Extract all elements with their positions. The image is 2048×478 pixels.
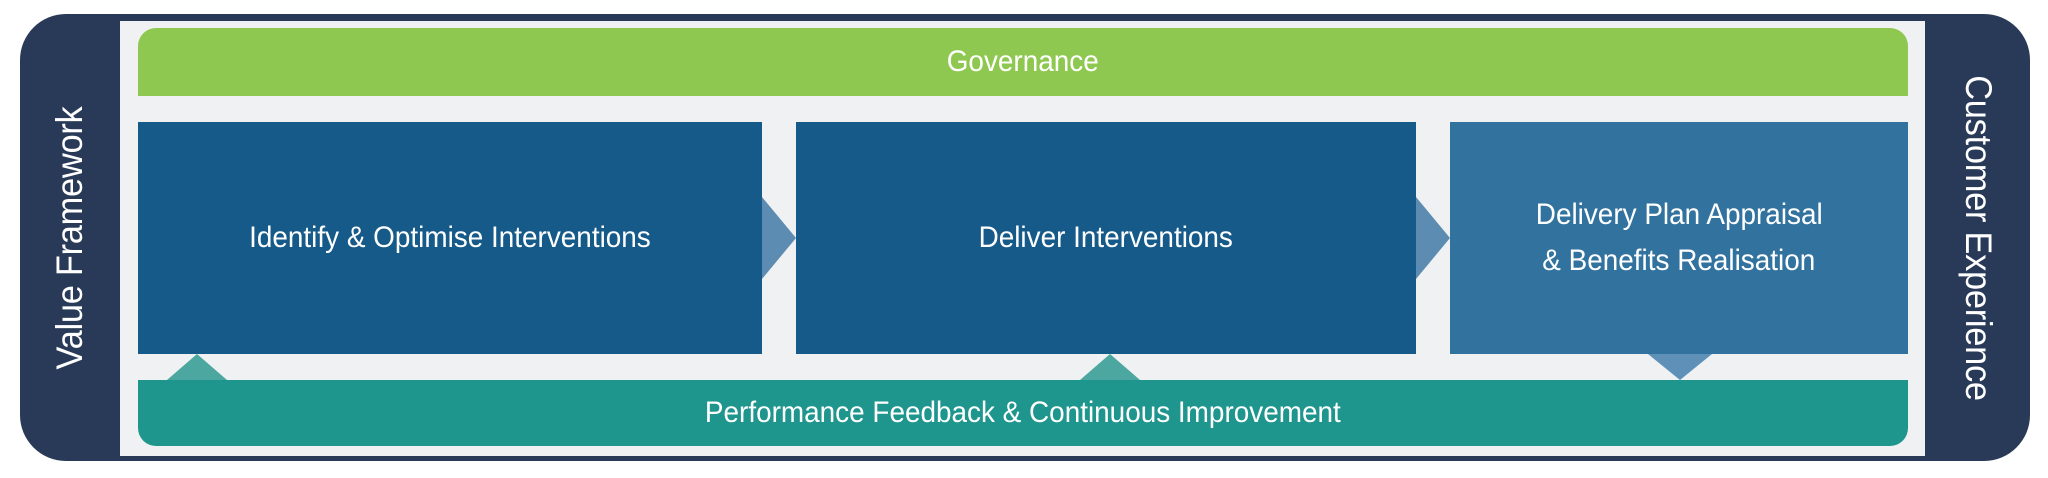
process-box-deliver: Deliver Interventions	[796, 122, 1416, 354]
governance-label: Governance	[947, 45, 1099, 78]
left-rail: Value Framework	[20, 14, 120, 461]
feedback-up-arrow-start-icon	[167, 354, 227, 380]
right-rail: Customer Experience	[1925, 14, 2030, 461]
feedback-down-arrow-appraisal-icon	[1648, 354, 1712, 380]
governance-bar: Governance	[138, 28, 1908, 96]
flow-arrow-right-2-icon	[1416, 197, 1450, 279]
process-box-appraisal-benefits: Delivery Plan Appraisal & Benefits Reali…	[1450, 122, 1908, 354]
process-box-label-line1: Delivery Plan Appraisal	[1535, 198, 1823, 231]
right-rail-label: Customer Experience	[1957, 74, 1999, 401]
feedback-bar: Performance Feedback & Continuous Improv…	[138, 380, 1908, 446]
flow-arrow-right-1-icon	[762, 197, 796, 279]
process-box-label-line2: & Benefits Realisation	[1542, 244, 1816, 277]
process-box-label: Identify & Optimise Interventions	[249, 221, 651, 254]
process-box-identify-optimise: Identify & Optimise Interventions	[138, 122, 762, 354]
feedback-up-arrow-deliver-icon	[1080, 354, 1140, 380]
feedback-label: Performance Feedback & Continuous Improv…	[705, 396, 1341, 429]
process-box-label: Deliver Interventions	[978, 221, 1234, 254]
left-rail-label: Value Framework	[49, 106, 90, 369]
